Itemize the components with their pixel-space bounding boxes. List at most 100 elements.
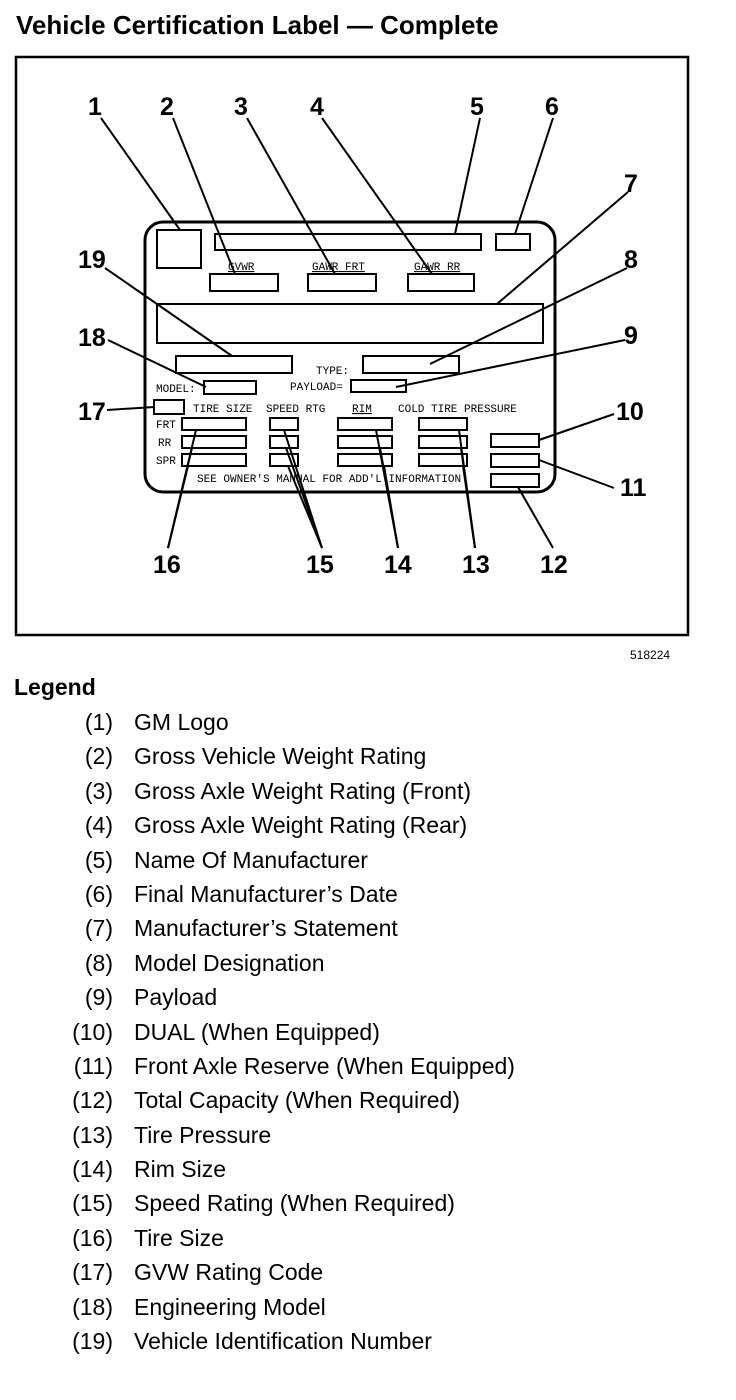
gm-logo-box: [156, 229, 202, 269]
spr-label: SPR: [156, 456, 176, 468]
cold-tire-pressure-label: COLD TIRE PRESSURE: [398, 404, 517, 416]
gvw-code-field: [153, 399, 185, 415]
legend-text: Name Of Manufacturer: [134, 846, 368, 873]
pressure-frt-field: [418, 417, 468, 431]
legend-item: (18) Engineering Model: [0, 1290, 736, 1324]
vin-field: [175, 355, 293, 374]
callout-19: 19: [78, 246, 106, 274]
callout-5: 5: [470, 93, 484, 121]
legend-title: Legend: [14, 674, 96, 700]
statement-field: [156, 303, 544, 344]
legend-num: (1): [84, 709, 113, 735]
callout-18: 18: [78, 324, 106, 352]
speed-rtg-spr-field: [269, 453, 299, 467]
dual-field: [490, 433, 540, 448]
legend-num: (13): [72, 1121, 113, 1148]
payload-label: PAYLOAD=: [290, 382, 343, 394]
payload-field: [350, 379, 407, 393]
footer-note: SEE OWNER'S MANUAL FOR ADD'L INFORMATION: [197, 474, 461, 486]
speed-rtg-frt-field: [269, 417, 299, 431]
legend-item: (9) Payload: [0, 980, 736, 1014]
diagram-frame: [14, 55, 690, 637]
legend-text: Gross Axle Weight Rating (Rear): [134, 812, 468, 839]
legend-text: Manufacturer’s Statement: [134, 915, 398, 942]
type-label: TYPE:: [316, 366, 349, 378]
legend-num: (12): [72, 1087, 113, 1114]
legend-num: (5): [84, 846, 113, 873]
callout-7: 7: [624, 170, 638, 198]
engineering-model-field: [203, 380, 257, 395]
legend-text: Tire Pressure: [134, 1121, 272, 1148]
legend-num: (9): [84, 984, 113, 1011]
callout-1: 1: [88, 93, 102, 121]
legend-num: (8): [84, 949, 113, 976]
legend-num: (14): [72, 1156, 113, 1183]
model-designation-field: [362, 355, 460, 374]
legend-item: (8)Model Designation: [0, 946, 736, 980]
gvwr-field: [209, 273, 279, 292]
legend-text: Total Capacity (When Required): [134, 1087, 460, 1114]
callout-numbers: 1 2 3 4 5 6 7 8 9 10 11 12 13 14 15 16 1…: [78, 93, 647, 579]
legend-num: (6): [84, 880, 113, 907]
legend-item: (16)Tire Size: [0, 1221, 736, 1255]
callout-16: 16: [153, 551, 181, 579]
legend-num: (7): [84, 915, 113, 942]
legend-text: GVW Rating Code: [134, 1259, 324, 1286]
callout-14: 14: [384, 551, 412, 579]
frt-label: FRT: [156, 420, 176, 432]
legend-item: (15) Speed Rating (When Required): [0, 1186, 736, 1220]
callout-6: 6: [545, 93, 559, 121]
figure-id: 518224: [630, 648, 671, 662]
manufacturer-name-field: [214, 233, 482, 251]
legend-num: (19): [72, 1328, 113, 1355]
callout-13: 13: [462, 551, 490, 579]
callout-17: 17: [78, 398, 106, 426]
legend-num: (15): [72, 1190, 113, 1217]
callout-15: 15: [306, 551, 334, 579]
legend-num: (11): [73, 1052, 113, 1079]
pressure-spr-field: [418, 453, 468, 467]
speed-rtg-rr-field: [269, 435, 299, 449]
front-axle-reserve-field: [490, 453, 540, 468]
legend-text: GM Logo: [134, 709, 229, 735]
legend-item: (14) Rim Size: [0, 1152, 736, 1186]
legend-num: (18): [72, 1293, 113, 1320]
legend-num: (3): [84, 777, 113, 804]
pressure-rr-field: [418, 435, 468, 449]
legend-text: Vehicle Identification Number: [134, 1328, 432, 1355]
callout-12: 12: [540, 551, 568, 579]
callout-9: 9: [624, 322, 638, 350]
legend-list: (1) GM Logo (2) Gross Vehicle Weight Ratin…: [0, 705, 736, 1358]
legend-num: (2): [84, 743, 113, 770]
page-title: Vehicle Certification Label — Complete: [16, 10, 499, 40]
rim-label: RIM: [352, 404, 372, 416]
tire-size-label: TIRE SIZE: [193, 404, 253, 416]
legend-text: Speed Rating (When Required): [134, 1190, 455, 1217]
legend-item: (13) Tire Pressure: [0, 1118, 736, 1152]
certification-label-diagram: GVWR GAWR FRT GAWR RR TYPE: MODEL: PAYLO…: [14, 55, 690, 637]
legend-item: (12) Total Capacity (When Required): [0, 1083, 736, 1117]
legend-item: (2) Gross Vehicle Weight Rating: [0, 739, 736, 773]
legend-item: (6) Final Manufacturer’s Date: [0, 877, 736, 911]
rr-label: RR: [158, 438, 172, 450]
legend-item: (11) Front Axle Reserve (When Equipped): [0, 1049, 736, 1083]
legend-text: Gross Vehicle Weight Rating: [134, 743, 427, 770]
legend-item: (5) Name Of Manufacturer: [0, 843, 736, 877]
leader-lines: [100, 117, 629, 549]
legend-text: Gross Axle Weight Rating (Front): [134, 777, 472, 804]
speed-rtg-label: SPEED RTG: [266, 404, 325, 416]
gawr-rr-label: GAWR RR: [414, 262, 461, 274]
legend-item: (17)GVW Rating Code: [0, 1255, 736, 1289]
tire-size-frt-field: [181, 417, 247, 431]
callout-4: 4: [310, 93, 324, 121]
legend-text: Engineering Model: [134, 1293, 326, 1320]
legend-text: Tire Size: [134, 1224, 224, 1251]
legend-text: Rim Size: [134, 1156, 227, 1183]
gawr-rr-field: [407, 273, 475, 292]
callout-8: 8: [624, 246, 638, 274]
legend-text: DUAL (When Equipped): [134, 1018, 380, 1045]
legend-text: Front Axle Reserve (When Equipped): [134, 1052, 515, 1079]
legend-text: Final Manufacturer’s Date: [134, 880, 398, 907]
legend-item: (3) Gross Axle Weight Rating (Front): [0, 774, 736, 808]
legend-text: Payload: [134, 984, 218, 1011]
